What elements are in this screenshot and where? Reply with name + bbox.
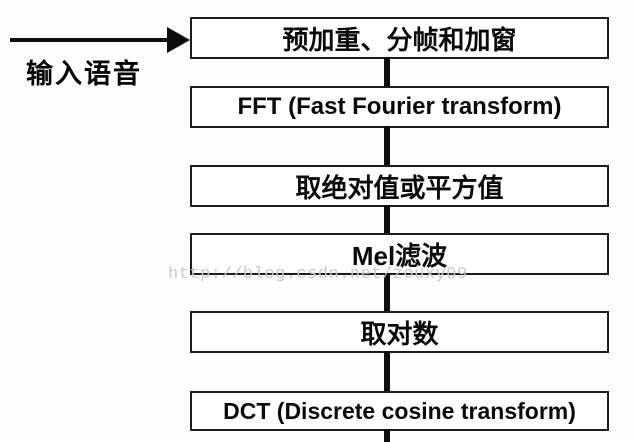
step-label-fft: FFT (Fast Fourier transform)	[237, 93, 562, 120]
step-box-fft: FFT (Fast Fourier transform)	[190, 86, 609, 128]
connector-1	[384, 57, 390, 88]
step-box-absolute-or-square-value: 取绝对值或平方值	[190, 165, 609, 207]
step-box-mel-filtering: Mel滤波	[190, 233, 609, 275]
step-label-preemphasis-framing-windowing: 预加重、分帧和加窗	[282, 24, 517, 55]
step-label-absolute-or-square-value: 取绝对值或平方值	[295, 172, 504, 203]
input-arrow-line	[10, 38, 170, 42]
step-box-dct: DCT (Discrete cosine transform)	[190, 391, 609, 431]
connector-2	[384, 126, 390, 167]
step-label-take-logarithm: 取对数	[360, 318, 439, 349]
step-box-take-logarithm: 取对数	[190, 311, 609, 353]
connector-5	[384, 351, 390, 393]
step-label-mel-filtering: Mel滤波	[351, 240, 448, 271]
step-label-dct: DCT (Discrete cosine transform)	[223, 397, 576, 424]
input-arrow-head-icon	[167, 27, 190, 53]
connector-6	[384, 429, 390, 442]
input-speech-label: 输入语音	[26, 59, 142, 89]
connector-4	[384, 273, 390, 313]
connector-3	[384, 205, 390, 235]
step-box-preemphasis-framing-windowing: 预加重、分帧和加窗	[190, 17, 609, 59]
